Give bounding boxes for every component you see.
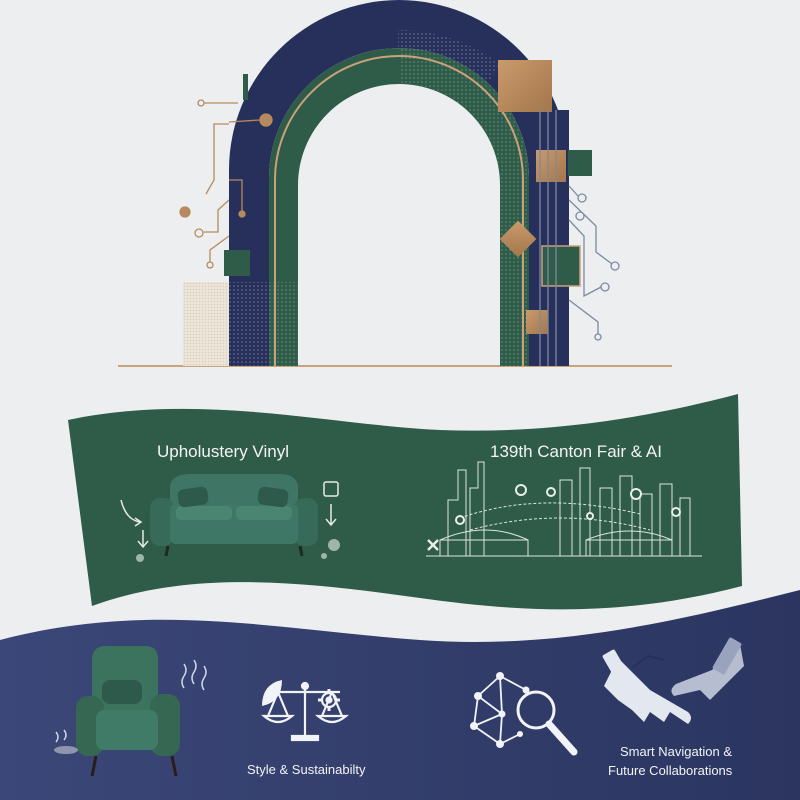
circuit-lines-right — [539, 110, 620, 366]
network-search-icon — [470, 672, 578, 756]
sofa-icon — [150, 474, 318, 557]
arch-texture-left — [229, 282, 269, 366]
green-square-right — [568, 150, 592, 176]
upholstery-vinyl-label: Upholustery Vinyl — [157, 442, 289, 461]
wave-lines-icon — [54, 659, 207, 754]
future-collaborations-label: Future Collaborations — [608, 763, 733, 778]
cream-panel — [183, 282, 231, 366]
bronze-diamond — [499, 220, 537, 258]
handshake-icon — [602, 637, 744, 724]
close-icon — [427, 539, 439, 551]
gear-icon — [318, 689, 340, 711]
skyline-nodes — [455, 484, 681, 525]
circuit-lines-left — [179, 99, 273, 269]
leaf-icon — [262, 680, 282, 706]
arch-green-texture-left — [269, 282, 298, 366]
style-sustainability-label: Style & Sustainabilty — [247, 762, 366, 777]
arch-gold-outline — [274, 55, 524, 366]
navy-bar-top-left — [243, 74, 248, 100]
bronze-square-top — [498, 60, 552, 112]
green-square-left — [224, 250, 250, 276]
bronze-square-low — [526, 310, 548, 334]
arch-illustration — [118, 0, 672, 367]
sofa-process-icons — [120, 481, 340, 562]
canton-fair-label: 139th Canton Fair & AI — [490, 442, 662, 461]
smart-navigation-label: Smart Navigation & — [620, 744, 732, 759]
bronze-square-mid — [536, 150, 566, 182]
city-skyline-icon — [426, 461, 702, 557]
navy-footer-band — [0, 590, 800, 800]
arch-green-texture — [400, 48, 529, 366]
green-banner — [68, 394, 742, 610]
armchair-icon — [76, 646, 180, 777]
